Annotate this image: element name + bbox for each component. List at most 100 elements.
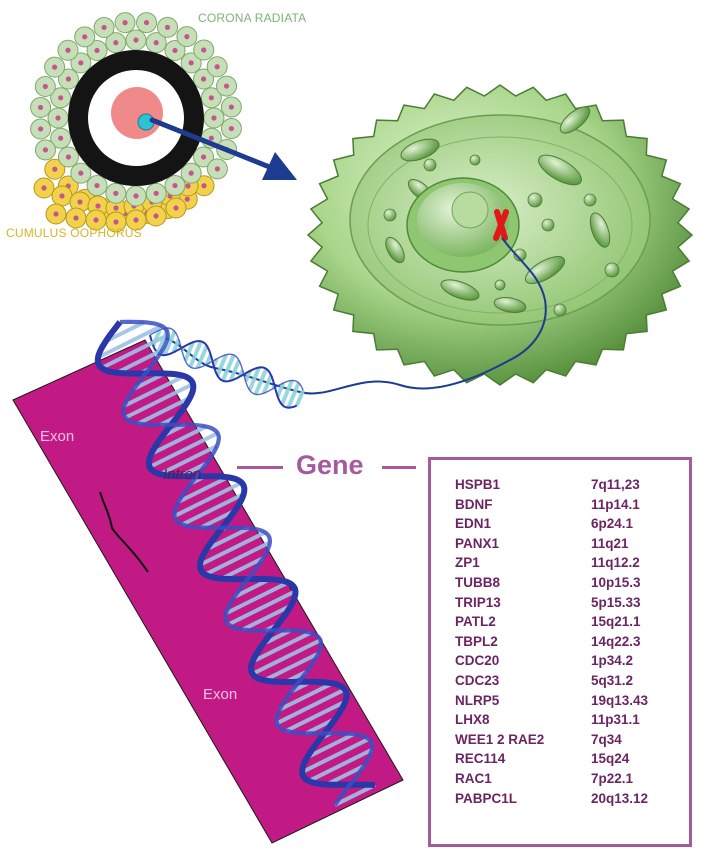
- gene-locus: 19q13.43: [591, 692, 649, 708]
- nucleolus: [451, 191, 489, 229]
- gene-name: NLRP5: [455, 692, 500, 708]
- intron-label: Intron: [163, 466, 202, 483]
- follicle-cell-nucleus: [200, 76, 207, 82]
- base-pair: [278, 681, 334, 712]
- gene-name: TBPL2: [455, 633, 498, 649]
- cumulus-cell-nucleus: [113, 205, 119, 211]
- base-pair: [251, 630, 312, 664]
- gene-name: RAC1: [455, 770, 492, 786]
- gene-name: PATL2: [455, 614, 496, 630]
- follicle-cell-nucleus: [42, 147, 49, 153]
- intron-bracket: [99, 491, 149, 573]
- follicle-cell-nucleus: [172, 182, 178, 189]
- follicle-cell-nucleus: [214, 64, 220, 70]
- gene-locus: 20q13.12: [591, 790, 649, 806]
- follicle-cell-nucleus: [133, 37, 139, 43]
- follicle-cell-nucleus: [82, 34, 88, 40]
- exon-label-bottom: Exon: [203, 686, 238, 703]
- base-pair: [243, 370, 252, 383]
- gene-name: PANX1: [455, 535, 500, 551]
- mitochondrion: [559, 106, 591, 134]
- base-pair: [276, 687, 346, 725]
- exon-strip: [12, 339, 404, 844]
- cumulus-cell-nucleus: [41, 185, 47, 191]
- follicle-cell-nucleus: [65, 154, 72, 160]
- base-pair: [233, 577, 271, 599]
- follicle-cell-nucleus: [101, 24, 107, 31]
- dna-double-helix: [94, 319, 376, 807]
- base-pair: [162, 330, 177, 356]
- base-pair: [306, 732, 355, 760]
- gene-connector-right: [382, 466, 416, 469]
- vesicle: [383, 208, 397, 222]
- gene-locus: 11q12.2: [591, 555, 640, 571]
- follicle-cell-nucleus: [208, 95, 214, 101]
- follicle-cell-nucleus: [65, 76, 72, 82]
- zoom-arrow: [149, 117, 275, 171]
- base-pair: [204, 354, 213, 366]
- gene-locus: 14q22.3: [591, 633, 641, 649]
- mitochondrion: [440, 279, 480, 301]
- cumulus-oophorus-label: CUMULUS OOPHORUS: [6, 226, 142, 240]
- base-pair: [225, 580, 290, 616]
- base-pair: [181, 492, 245, 527]
- vesicle: [527, 192, 543, 208]
- base-pair: [195, 345, 209, 369]
- follicle-cell-nucleus: [223, 83, 230, 89]
- base-pair: [183, 341, 195, 362]
- cumulus-cell-nucleus: [153, 213, 159, 219]
- dna-strand: [94, 320, 376, 789]
- gene-title: Gene: [296, 450, 364, 480]
- gene-connector-left: [237, 466, 283, 469]
- chromosome-icon: [493, 209, 509, 241]
- follicle-cell-nucleus: [58, 95, 64, 101]
- cumulus-cell-nucleus: [173, 205, 179, 211]
- follicle-cell-nucleus: [52, 166, 58, 172]
- vesicle: [469, 154, 481, 166]
- organelles: [383, 106, 620, 317]
- gene-row: TBPL2 14q22.3: [455, 632, 685, 652]
- gene-locus: 15q24: [591, 751, 630, 767]
- base-pair: [100, 333, 169, 370]
- gene-locus: 11p31.1: [591, 712, 640, 728]
- cumulus-cell-nucleus: [95, 203, 101, 209]
- follicle-cell-nucleus: [113, 190, 119, 196]
- gene-name: PABPC1L: [455, 790, 518, 806]
- vesicle: [553, 303, 567, 317]
- vesicle: [513, 248, 527, 262]
- base-pair: [247, 366, 261, 391]
- follicle-cell-nucleus: [55, 115, 61, 121]
- ooplasm: [111, 87, 163, 139]
- base-pair: [215, 354, 228, 377]
- cumulus-cell-nucleus: [133, 217, 139, 223]
- cumulus-cell-nucleus: [93, 217, 99, 223]
- base-pair: [177, 475, 229, 504]
- gene-locus: 11q21: [591, 535, 629, 551]
- base-pair: [220, 556, 265, 581]
- dna-thread: [164, 237, 547, 395]
- gene-locus: 7p22.1: [591, 770, 634, 786]
- cell-inner-wall: [367, 136, 633, 314]
- exon-label-top: Exon: [40, 428, 75, 445]
- follicle-cell-nucleus: [37, 104, 44, 111]
- base-pair: [97, 324, 163, 360]
- base-pair: [124, 382, 194, 420]
- base-pair: [150, 424, 208, 456]
- base-pair: [204, 540, 271, 577]
- base-pair: [173, 480, 243, 518]
- follicle-cell-nucleus: [211, 115, 217, 121]
- base-pair: [275, 382, 286, 398]
- mitochondrion: [538, 154, 582, 186]
- cumulus-cell-nucleus: [53, 211, 59, 217]
- base-pair: [104, 320, 146, 344]
- mitochondrion: [493, 297, 527, 313]
- follicle-cell-nucleus: [228, 104, 234, 110]
